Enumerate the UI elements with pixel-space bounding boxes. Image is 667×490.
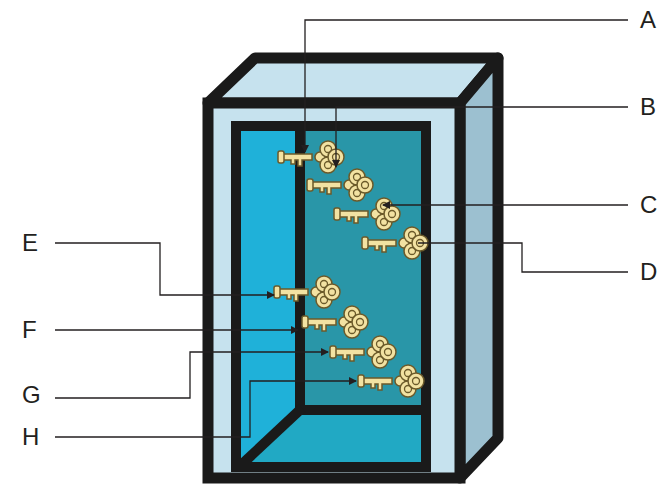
back-wall [300, 128, 424, 410]
leader-line [55, 381, 356, 437]
key [274, 276, 340, 308]
cabinet-top [208, 58, 498, 103]
callout-letter: D [640, 260, 657, 284]
leader-line [418, 243, 628, 272]
leader-line [55, 352, 328, 398]
callout-letter: G [22, 383, 41, 407]
leader-line [55, 243, 274, 295]
door-frame [236, 126, 426, 467]
callout-letter: F [22, 318, 37, 342]
callout-letter: B [640, 95, 656, 119]
callout-letter: H [22, 425, 39, 449]
key [334, 198, 400, 230]
key [358, 365, 424, 397]
callout-letter: E [22, 231, 38, 255]
leader-line [305, 20, 628, 152]
leader-line [336, 107, 628, 167]
callout-letter: A [640, 8, 656, 32]
cabinet-front [208, 103, 460, 478]
back-edge [295, 126, 305, 412]
key [330, 336, 396, 368]
leader-line [55, 329, 298, 330]
key [307, 169, 373, 201]
key [302, 306, 368, 338]
floor-edge [298, 405, 426, 415]
callout-letter: C [640, 193, 657, 217]
leader-line [383, 204, 628, 205]
key [278, 141, 344, 173]
cabinet-side [460, 58, 498, 478]
